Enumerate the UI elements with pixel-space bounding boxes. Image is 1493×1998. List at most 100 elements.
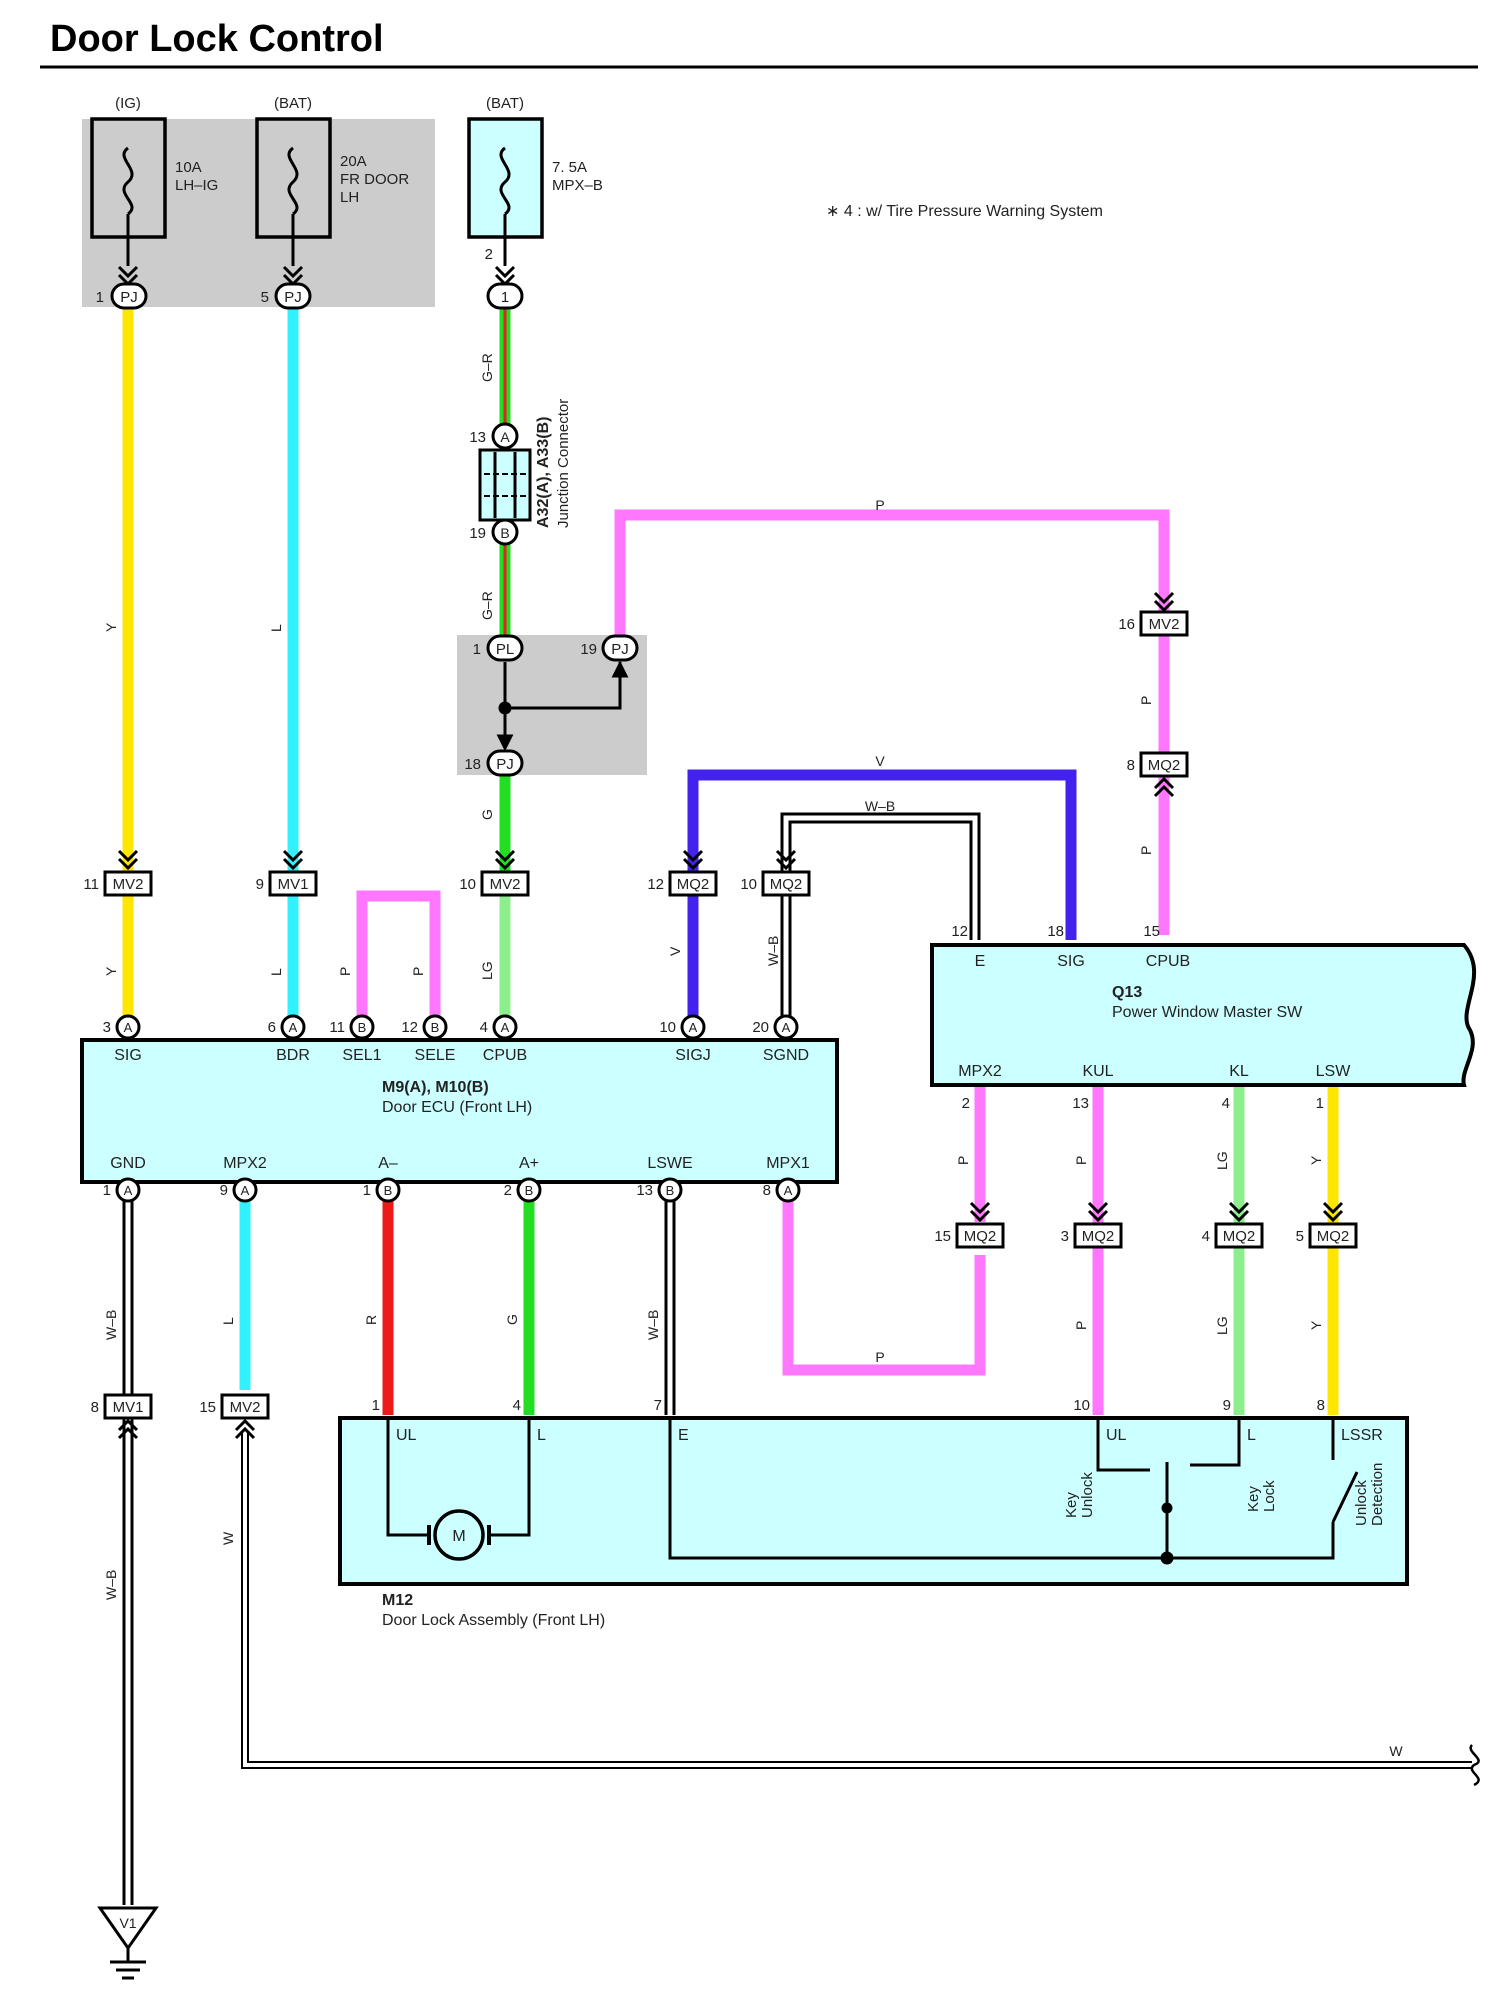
door-ecu-id: M9(A), M10(B) xyxy=(382,1079,489,1096)
svg-text:PL: PL xyxy=(496,641,514,658)
svg-text:CPUB: CPUB xyxy=(483,1047,527,1064)
svg-text:Unlock: Unlock xyxy=(1079,1472,1096,1518)
svg-text:8: 8 xyxy=(1317,1397,1325,1414)
svg-text:P: P xyxy=(337,967,353,976)
fuse-name: MPX–B xyxy=(552,177,603,194)
svg-text:UL: UL xyxy=(396,1427,417,1444)
svg-text:LG: LG xyxy=(1214,1151,1230,1170)
door-lock-switches xyxy=(668,1418,1359,1565)
svg-text:MQ2: MQ2 xyxy=(1317,1228,1350,1245)
svg-text:P: P xyxy=(1138,846,1154,855)
svg-text:P: P xyxy=(1073,1321,1089,1330)
svg-text:18: 18 xyxy=(464,756,481,773)
svg-text:10: 10 xyxy=(459,876,476,893)
svg-text:V: V xyxy=(667,946,683,956)
svg-text:16: 16 xyxy=(1118,616,1135,633)
connector-pl-1: PL 1 xyxy=(473,634,524,662)
svg-text:PJ: PJ xyxy=(284,289,302,306)
svg-text:LG: LG xyxy=(479,961,495,980)
svg-text:KUL: KUL xyxy=(1082,1063,1113,1080)
svg-text:MV2: MV2 xyxy=(113,876,144,893)
sw-pin-kl: KL 4 xyxy=(1222,1063,1249,1112)
svg-text:13: 13 xyxy=(469,429,486,446)
connector-mq2-3: MQ2 3 xyxy=(1061,1201,1123,1249)
svg-text:L: L xyxy=(537,1427,546,1444)
svg-text:CPUB: CPUB xyxy=(1146,953,1190,970)
svg-text:W–B: W–B xyxy=(103,1570,119,1600)
svg-text:18: 18 xyxy=(1047,923,1064,940)
door-lock-pin-ul2: 10 UL xyxy=(1073,1397,1126,1444)
svg-text:W–B: W–B xyxy=(765,936,781,966)
svg-text:M: M xyxy=(452,1528,465,1545)
svg-text:B: B xyxy=(666,1183,675,1198)
svg-text:KL: KL xyxy=(1229,1063,1249,1080)
svg-text:P: P xyxy=(1138,696,1154,705)
door-lock-assembly: M12 Door Lock Assembly (Front LH) xyxy=(338,1416,1409,1629)
ecu-pin-sele: B 12 SELE xyxy=(401,1014,455,1064)
ecu-pin-a-plus: A+ B 2 xyxy=(504,1155,542,1203)
svg-text:3: 3 xyxy=(103,1019,111,1036)
wire-w-mpx xyxy=(241,1432,1472,1769)
ecu-pin-mpx1: MPX1 A 8 xyxy=(763,1155,810,1203)
svg-text:A: A xyxy=(289,1020,298,1035)
wire-p-mpx1 xyxy=(782,1195,986,1376)
svg-text:UL: UL xyxy=(1106,1427,1127,1444)
svg-text:SEL1: SEL1 xyxy=(342,1047,381,1064)
svg-text:15: 15 xyxy=(934,1228,951,1245)
svg-text:Key: Key xyxy=(1063,1492,1080,1518)
svg-text:10: 10 xyxy=(1073,1397,1090,1414)
wire-break-symbol xyxy=(1469,1744,1480,1787)
svg-text:Detection: Detection xyxy=(1369,1463,1386,1526)
svg-text:SIG: SIG xyxy=(114,1047,142,1064)
svg-text:3: 3 xyxy=(1061,1228,1069,1245)
svg-text:15: 15 xyxy=(199,1399,216,1416)
fuse-7-5a: (BAT) 7. 5A MPX–B 2 xyxy=(467,95,603,286)
svg-text:1: 1 xyxy=(1316,1095,1324,1112)
svg-text:BDR: BDR xyxy=(276,1047,310,1064)
svg-text:8: 8 xyxy=(1127,757,1135,774)
svg-text:W–B: W–B xyxy=(103,1310,119,1340)
svg-text:P: P xyxy=(875,1349,884,1365)
svg-text:Unlock: Unlock xyxy=(1353,1480,1370,1526)
connector-mq2-8: MQ2 8 xyxy=(1127,751,1189,798)
svg-text:1: 1 xyxy=(473,641,481,658)
ecu-pin-sel1: B 11 SEL1 xyxy=(329,1014,382,1064)
svg-text:A: A xyxy=(241,1183,250,1198)
svg-text:P: P xyxy=(410,967,426,976)
svg-text:SIGJ: SIGJ xyxy=(675,1047,711,1064)
svg-text:2: 2 xyxy=(962,1095,970,1112)
svg-text:5: 5 xyxy=(1296,1228,1304,1245)
svg-text:LG: LG xyxy=(1214,1316,1230,1335)
svg-text:6: 6 xyxy=(268,1019,276,1036)
svg-text:8: 8 xyxy=(763,1182,771,1199)
svg-text:MPX2: MPX2 xyxy=(958,1063,1002,1080)
master-sw-name: Power Window Master SW xyxy=(1112,1004,1303,1021)
fuse-20a: (BAT) 20A FR DOOR LH xyxy=(255,95,409,286)
page-title: Door Lock Control xyxy=(50,18,384,60)
door-ecu-name: Door ECU (Front LH) xyxy=(382,1099,532,1116)
svg-text:8: 8 xyxy=(91,1399,99,1416)
wire-p-sel-loop xyxy=(356,890,441,1022)
connector-mv2-15: MV2 15 xyxy=(199,1393,270,1440)
fuse-rating: 7. 5A xyxy=(552,159,587,176)
svg-text:B: B xyxy=(384,1183,393,1198)
svg-text:1: 1 xyxy=(363,1182,371,1199)
connector-mv1-8: MV1 8 xyxy=(91,1393,153,1440)
connector-pj-18: PJ 18 xyxy=(464,749,524,777)
svg-text:B: B xyxy=(431,1020,440,1035)
svg-text:SIG: SIG xyxy=(1057,953,1085,970)
svg-text:LSW: LSW xyxy=(1316,1063,1352,1080)
svg-text:P: P xyxy=(1073,1156,1089,1165)
svg-text:LSSR: LSSR xyxy=(1341,1427,1383,1444)
svg-text:A: A xyxy=(501,1020,510,1035)
switch-label-key-unlock: Key Unlock xyxy=(1063,1472,1096,1518)
svg-text:4: 4 xyxy=(513,1397,521,1414)
svg-text:L: L xyxy=(268,968,284,976)
svg-text:W: W xyxy=(1389,1743,1403,1759)
svg-text:12: 12 xyxy=(401,1019,418,1036)
connector-mq2-4: MQ2 4 xyxy=(1202,1201,1264,1249)
svg-text:A: A xyxy=(689,1020,698,1035)
svg-text:13: 13 xyxy=(1072,1095,1089,1112)
svg-text:A32(A), A33(B): A32(A), A33(B) xyxy=(535,417,552,528)
